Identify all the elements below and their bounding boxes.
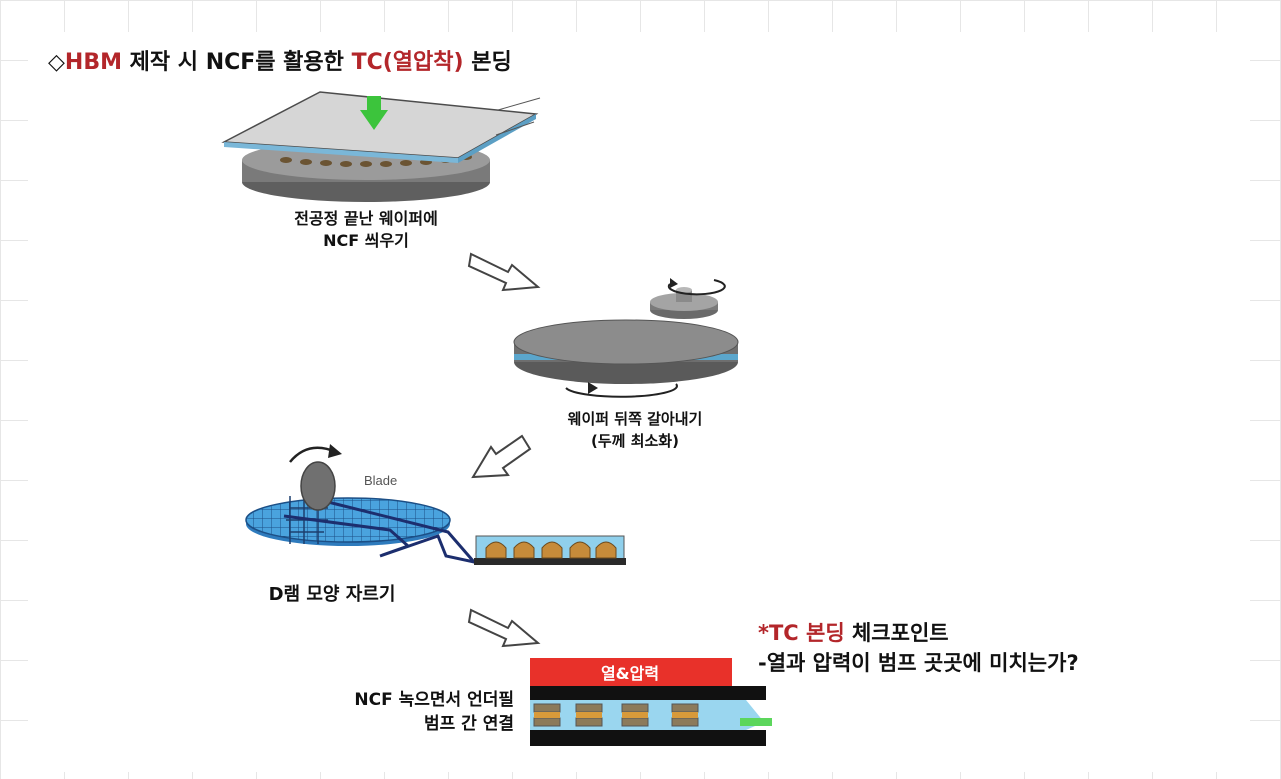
step3-line1: D램 모양 자르기 (268, 584, 396, 605)
slide: ◇HBM 제작 시 NCF를 활용한 TC(열압착) 본딩 (28, 32, 1250, 772)
step2-caption: 웨이퍼 뒤쪽 갈아내기 (두께 최소화) (546, 408, 724, 452)
checkpoint-title-rest: 체크포인트 (844, 621, 949, 645)
grinding-illustration (513, 287, 739, 384)
title-symbol: ◇ (48, 50, 65, 75)
step4-line2: 범프 간 연결 (423, 714, 514, 734)
checkpoint-detail: -열과 압력이 범프 곳곳에 미치는가? (758, 651, 1079, 675)
press-label: 열&압력 (601, 664, 659, 683)
title-hbm: HBM (64, 50, 122, 75)
checkpoint-title: *TC 본딩 체크포인트 (758, 618, 1079, 648)
step4-line1: NCF 녹으면서 언더필 (354, 690, 514, 710)
page-title: ◇HBM 제작 시 NCF를 활용한 TC(열압착) 본딩 (48, 44, 512, 76)
step2-line2: (두께 최소화) (591, 432, 679, 450)
title-end: 본딩 (463, 50, 512, 75)
title-middle: 제작 시 NCF를 활용한 (122, 50, 352, 75)
step1-line1: 전공정 끝난 웨이퍼에 (294, 209, 438, 228)
checkpoint-box: *TC 본딩 체크포인트 -열과 압력이 범프 곳곳에 미치는가? (758, 618, 1079, 678)
step-arrow-3 (467, 608, 541, 648)
step1-caption: 전공정 끝난 웨이퍼에 NCF 씌우기 (276, 208, 456, 252)
step3-caption: D램 모양 자르기 (250, 584, 414, 606)
rotation-icon (565, 382, 678, 398)
dicing-illustration (245, 444, 479, 565)
step-arrow-1 (467, 252, 541, 292)
step4-caption: NCF 녹으면서 언더필 범프 간 연결 (314, 688, 514, 736)
dicing-cross-section (474, 535, 626, 565)
step-arrow-2 (471, 434, 532, 479)
tc-bonding-illustration (530, 658, 772, 746)
step1-line2: NCF 씌우기 (323, 231, 409, 250)
blade-label: Blade (364, 473, 397, 488)
process-diagram: Blade (221, 91, 772, 746)
checkpoint-title-red: *TC 본딩 (758, 621, 845, 645)
wafer-ncf-illustration (221, 91, 541, 202)
step2-line1: 웨이퍼 뒤쪽 갈아내기 (567, 410, 703, 428)
rotation-icon (667, 278, 726, 296)
down-arrow-icon (360, 96, 388, 130)
title-tc: TC(열압착) (351, 50, 464, 75)
